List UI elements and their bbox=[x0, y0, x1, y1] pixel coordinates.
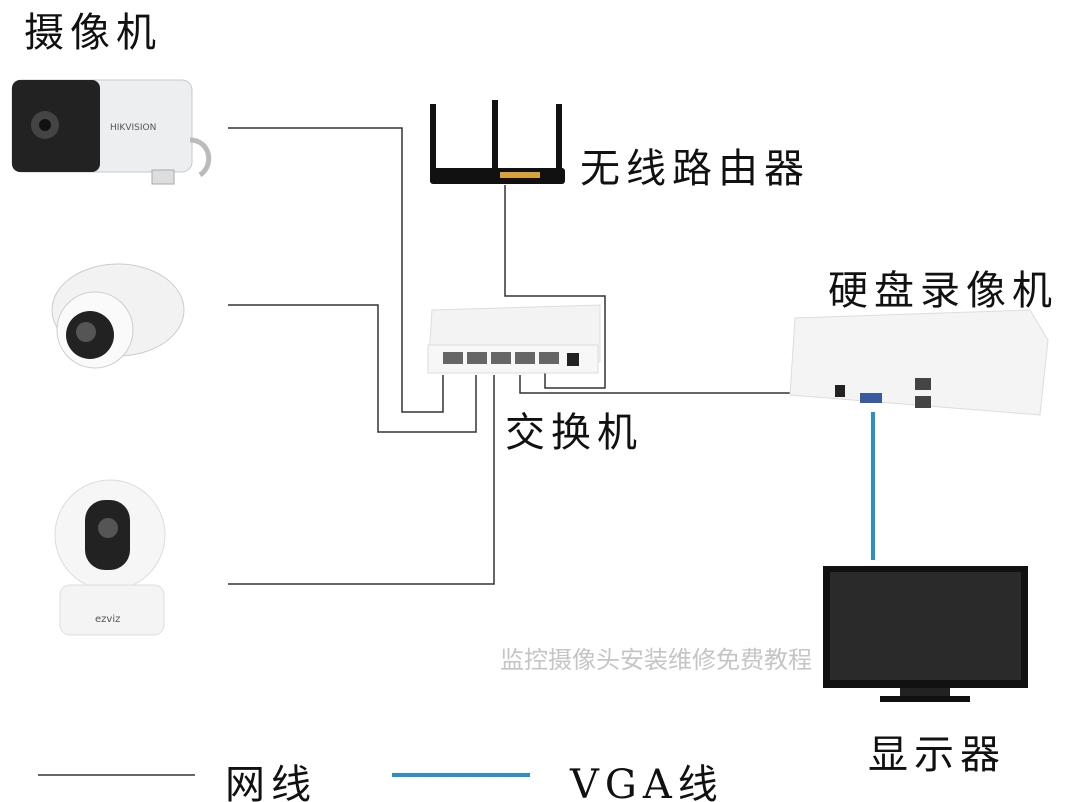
legend-network-label: 网线 bbox=[225, 762, 317, 802]
cable-router-switch bbox=[504, 185, 606, 389]
network-cables bbox=[228, 127, 845, 585]
nvr bbox=[789, 309, 1049, 416]
label-cameras: 摄像机 bbox=[24, 10, 162, 56]
cable-camera1-switch bbox=[228, 127, 444, 413]
watermark: 监控摄像头安装维修免费教程 bbox=[500, 646, 812, 674]
ptz-camera: ezviz bbox=[54, 479, 166, 636]
label-nvr: 硬盘录像机 bbox=[828, 268, 1058, 314]
label-switch: 交换机 bbox=[505, 410, 643, 456]
brand-logo: HIKVISION bbox=[110, 123, 156, 133]
cable-switch-nvr bbox=[519, 375, 845, 394]
brand-logo: ezviz bbox=[95, 614, 120, 625]
cable-camera2-switch bbox=[228, 304, 477, 433]
monitor bbox=[823, 566, 1028, 702]
wireless-router bbox=[430, 100, 565, 184]
legend-vga-label: VGA线 bbox=[570, 762, 724, 802]
switch bbox=[427, 304, 601, 374]
label-monitor: 显示器 bbox=[868, 732, 1006, 778]
cable-camera3-switch bbox=[228, 375, 495, 585]
bullet-camera: HIKVISION bbox=[11, 79, 212, 185]
dome-camera bbox=[51, 263, 185, 369]
label-router: 无线路由器 bbox=[580, 146, 810, 192]
